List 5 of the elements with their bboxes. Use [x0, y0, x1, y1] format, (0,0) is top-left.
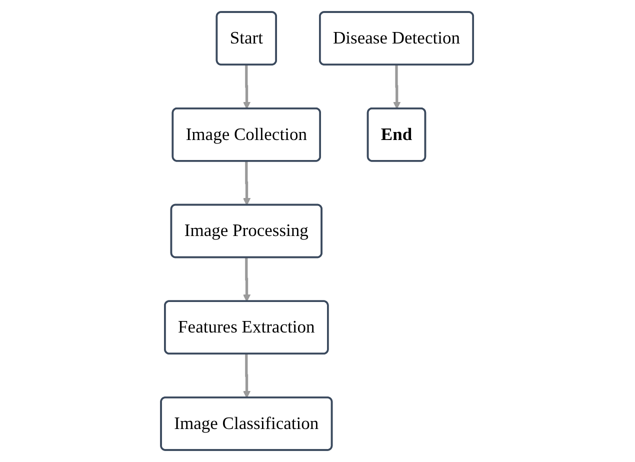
arrow	[243, 352, 252, 398]
arrow	[243, 64, 252, 110]
arrow	[243, 160, 252, 206]
arrow	[243, 256, 252, 302]
arrow	[393, 64, 402, 110]
